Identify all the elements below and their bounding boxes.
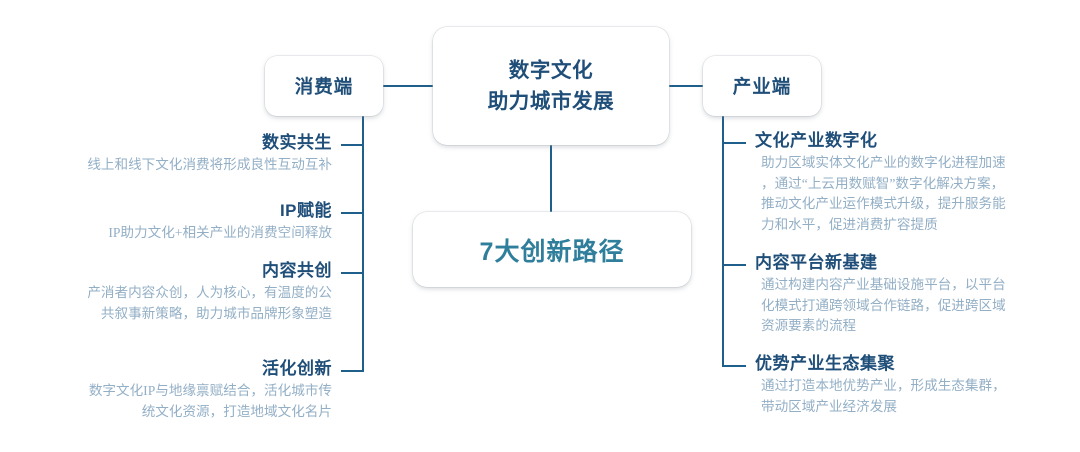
connector-title-to-paths: [550, 145, 553, 212]
consumer-side-label: 消费端: [294, 76, 354, 97]
branch-desc-line: 通过构建内容产业基础设施平台，以平台: [761, 277, 1006, 292]
branch-item-right-1[interactable]: 文化产业数字化 助力区域实体文化产业的数字化进程加速 ，通过“上云用数赋智”数字…: [755, 130, 1073, 235]
right-stub-2: [722, 264, 746, 267]
center-title-line-1: 数字文化: [508, 59, 594, 82]
branch-item-left-2[interactable]: IP赋能 IP助力文化+相关产业的消费空间释放: [20, 200, 332, 244]
branch-desc-line: 推动文化产业运作模式升级，提升服务能: [761, 196, 1006, 211]
branch-heading: 内容共创: [262, 261, 332, 280]
industry-side-card[interactable]: 产业端: [703, 56, 821, 116]
branch-heading: 内容平台新基建: [755, 253, 878, 272]
branch-description: 助力区域实体文化产业的数字化进程加速 ，通过“上云用数赋智”数字化解决方案， 推…: [755, 153, 1073, 235]
branch-desc-line: 产消者内容众创，人为核心，有温度的公: [87, 285, 332, 300]
left-stub-3: [341, 272, 364, 275]
branch-desc-line: 统文化资源，打造地域文化名片: [141, 403, 332, 419]
branch-desc-line: 带动区域产业经济发展: [761, 398, 897, 414]
center-title-line-2: 助力城市发展: [487, 90, 615, 113]
left-stub-1: [341, 144, 364, 147]
branch-description: 通过构建内容产业基础设施平台，以平台 化模式打通跨领域合作链路，促进跨区域 资源…: [755, 275, 1073, 337]
branch-item-left-1[interactable]: 数实共生 线上和线下文化消费将形成良性互动互补: [20, 132, 332, 176]
industry-side-label: 产业端: [732, 76, 792, 97]
branch-description: 数字文化IP与地缘禀赋结合，活化城市传 统文化资源，打造地域文化名片: [20, 381, 332, 422]
branch-desc-line: ，通过“上云用数赋智”数字化解决方案，: [761, 175, 1005, 191]
right-stub-1: [722, 142, 746, 145]
branch-heading: 优势产业生态集聚: [755, 354, 895, 373]
branch-description: 产消者内容众创，人为核心，有温度的公 共叙事新策略，助力城市品牌形象塑造: [20, 283, 332, 324]
branch-description: 通过打造本地优势产业，形成生态集群， 带动区域产业经济发展: [755, 376, 1073, 417]
branch-desc-line: 力和水平，促进消费扩容提质: [761, 216, 938, 232]
branch-item-left-3[interactable]: 内容共创 产消者内容众创，人为核心，有温度的公 共叙事新策略，助力城市品牌形象塑…: [20, 260, 332, 324]
branch-heading: 文化产业数字化: [755, 131, 878, 150]
connector-title-to-industry: [669, 84, 703, 87]
branch-desc-line: 通过打造本地优势产业，形成生态集群，: [761, 378, 1006, 393]
left-stub-2: [341, 212, 364, 215]
left-stub-4: [341, 370, 364, 373]
branch-item-right-2[interactable]: 内容平台新基建 通过构建内容产业基础设施平台，以平台 化模式打通跨领域合作链路，…: [755, 252, 1073, 337]
branch-heading: IP赋能: [279, 201, 332, 220]
branch-desc-line: 共叙事新策略，助力城市品牌形象塑造: [100, 305, 332, 321]
branch-desc-line: 助力区域实体文化产业的数字化进程加速: [761, 155, 1006, 170]
left-branch-spine: [362, 110, 365, 372]
connector-title-to-consumer: [383, 84, 433, 87]
consumer-side-card[interactable]: 消费端: [265, 56, 383, 116]
branch-heading: 活化创新: [262, 359, 332, 378]
branch-item-right-3[interactable]: 优势产业生态集聚 通过打造本地优势产业，形成生态集群， 带动区域产业经济发展: [755, 353, 1073, 417]
branch-desc-line: 数字文化IP与地缘禀赋结合，活化城市传: [88, 383, 332, 398]
branch-description: IP助力文化+相关产业的消费空间释放: [20, 223, 332, 244]
branch-desc-line: 资源要素的流程: [761, 318, 857, 333]
branch-desc-line: 线上和线下文化消费将形成良性互动互补: [87, 157, 332, 172]
branch-heading: 数实共生: [262, 133, 332, 152]
branch-item-left-4[interactable]: 活化创新 数字文化IP与地缘禀赋结合，活化城市传 统文化资源，打造地域文化名片: [20, 358, 332, 422]
center-title-card[interactable]: 数字文化 助力城市发展: [433, 27, 669, 145]
branch-desc-line: IP助力文化+相关产业的消费空间释放: [108, 225, 332, 240]
right-stub-3: [722, 365, 746, 368]
branch-desc-line: 化模式打通跨领域合作链路，促进跨区域: [761, 297, 1006, 313]
branch-description: 线上和线下文化消费将形成良性互动互补: [20, 155, 332, 176]
innovation-paths-label: 7大创新路径: [479, 237, 625, 266]
right-branch-spine: [722, 110, 725, 367]
innovation-paths-card[interactable]: 7大创新路径: [413, 212, 691, 287]
